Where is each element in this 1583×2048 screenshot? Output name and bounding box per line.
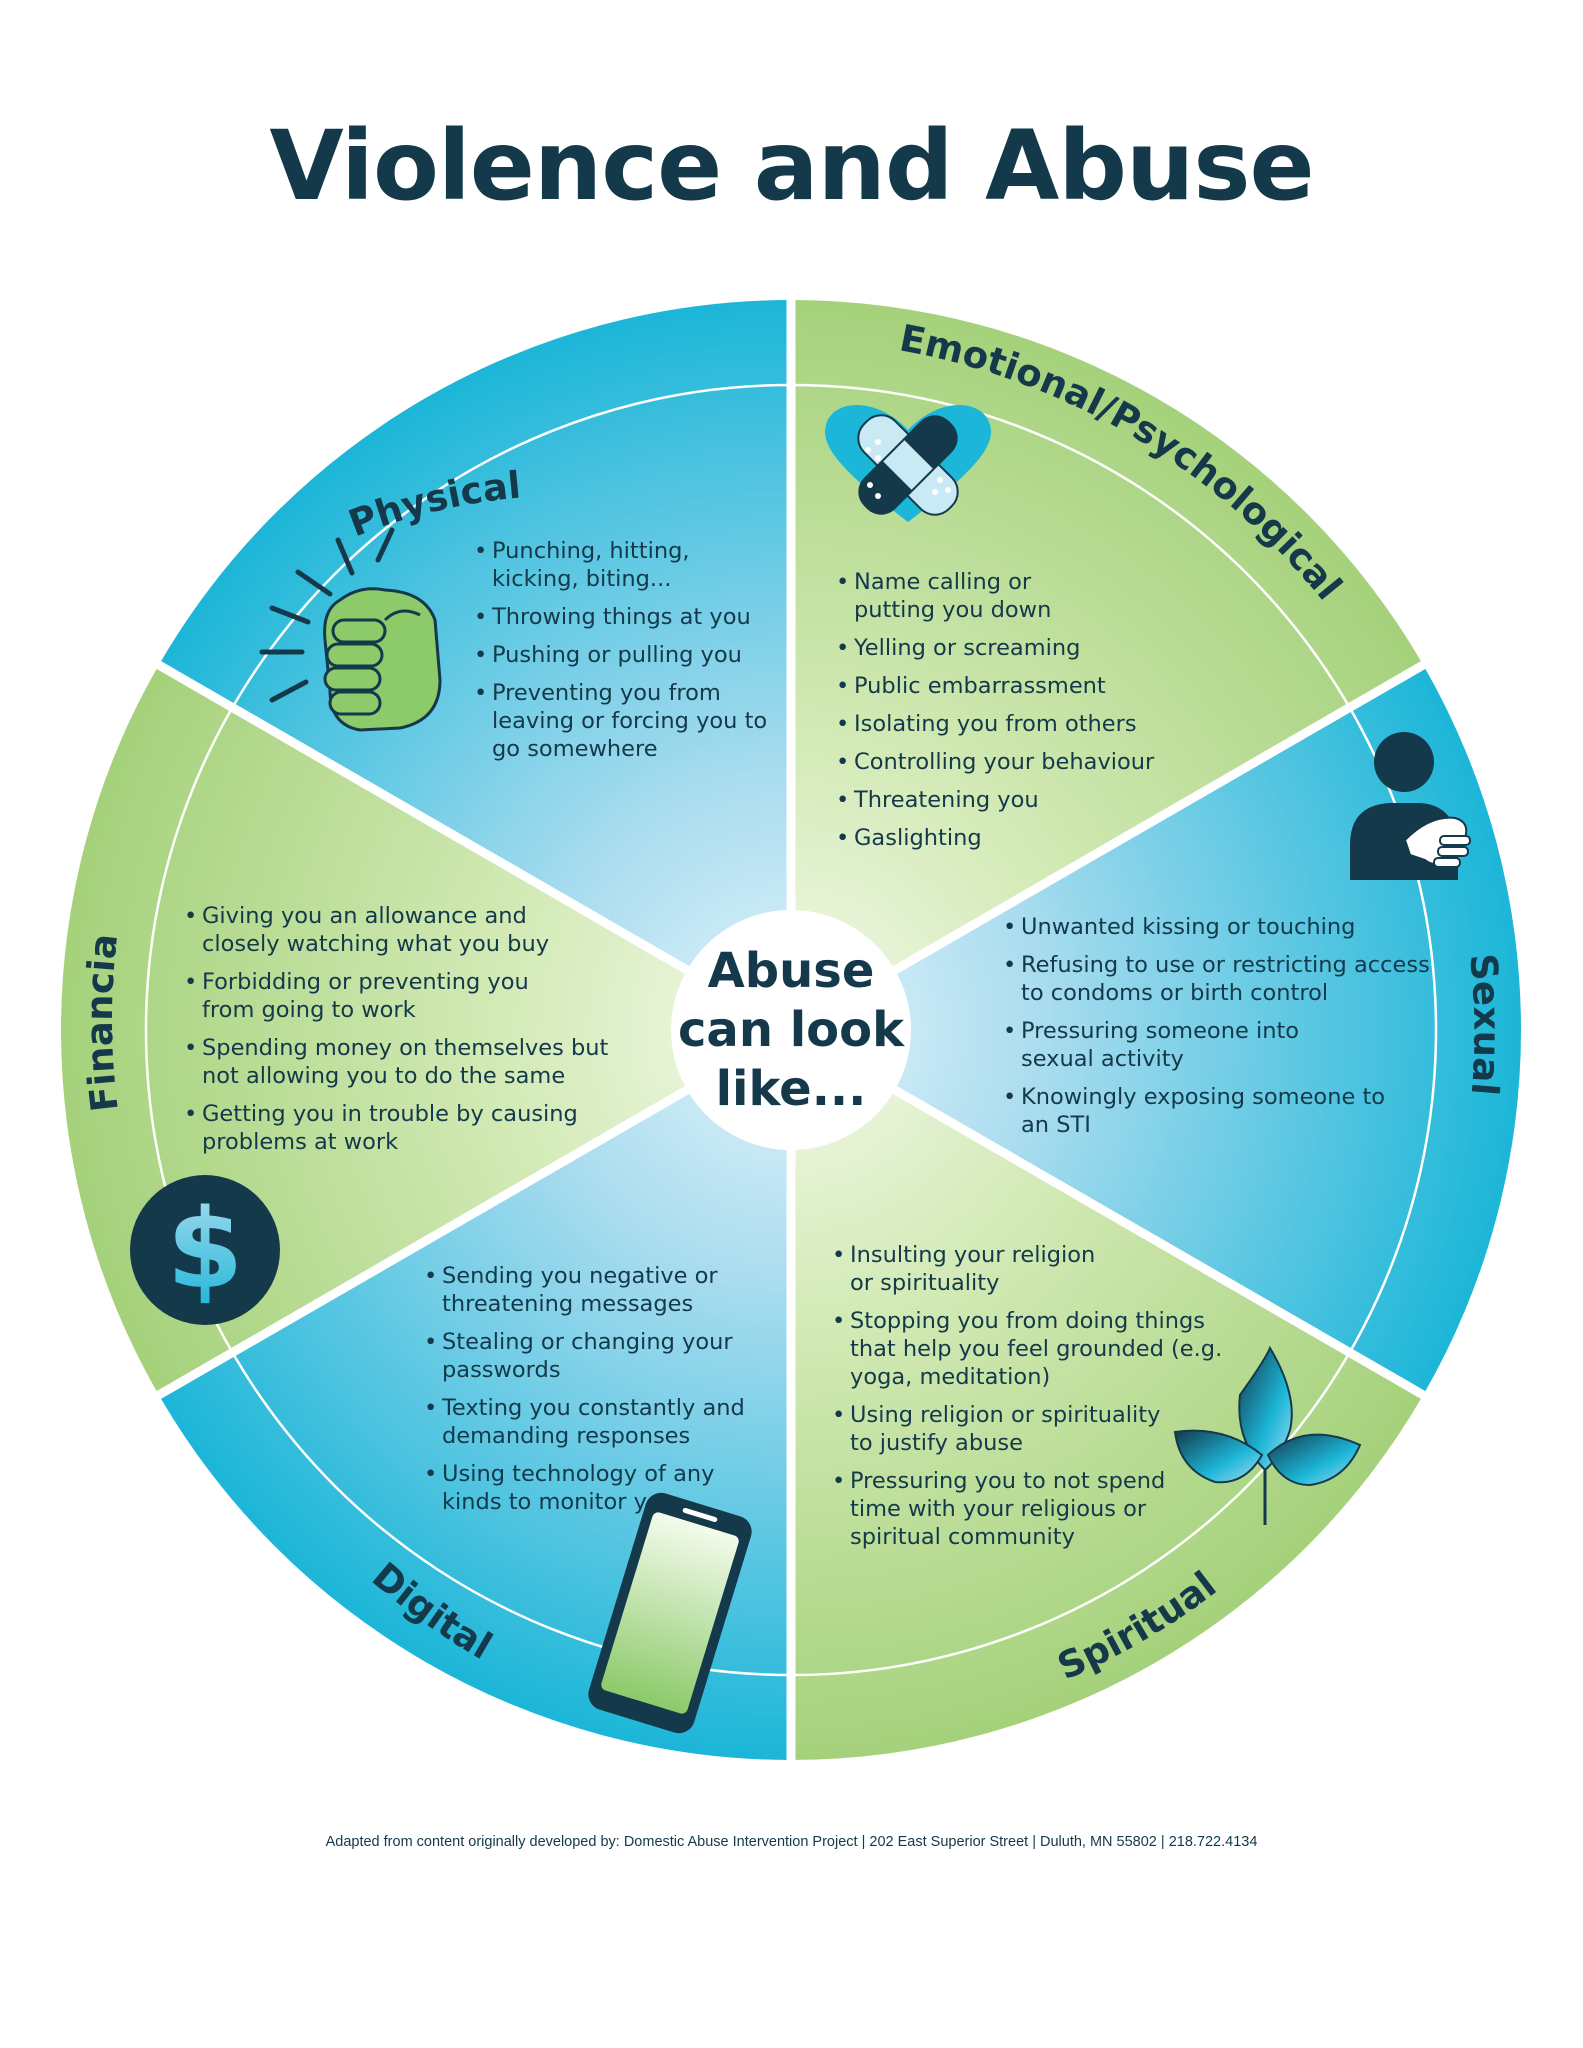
list-item: Pushing or pulling you: [474, 641, 774, 669]
center-circle: [671, 910, 911, 1150]
footer-credit: Adapted from content originally develope…: [325, 1834, 1258, 1850]
list-item: Public embarrassment: [836, 672, 1156, 700]
list-item: Sending you negative or threatening mess…: [424, 1262, 754, 1318]
spiritual-list: Insulting your religion or spirituality …: [832, 1241, 1222, 1561]
fist-icon: [259, 527, 442, 732]
list-item: Controlling your behaviour: [836, 748, 1156, 776]
list-item: Threatening you: [836, 786, 1156, 814]
list-item: Pressuring you to not spend time with yo…: [832, 1467, 1180, 1551]
svg-text:$: $: [167, 1185, 244, 1313]
list-item: Refusing to use or restricting access to…: [1003, 951, 1443, 1007]
list-item: Yelling or screaming: [836, 634, 1156, 662]
list-item: Throwing things at you: [474, 603, 774, 631]
list-item: Spending money on themselves but not all…: [184, 1034, 624, 1090]
list-item: Gaslighting: [836, 824, 1156, 852]
list-item: Name calling or putting you down: [836, 568, 1054, 624]
list-item: Using religion or spirituality to justif…: [832, 1401, 1180, 1457]
wheel-spoke: [152, 658, 794, 1034]
segment-spiritual: [791, 1030, 1424, 1761]
page-title: Violence and Abuse: [269, 110, 1314, 222]
center-text-line-3: like...: [716, 1061, 867, 1117]
list-item: Forbidding or preventing you from going …: [184, 968, 572, 1024]
list-item: Getting you in trouble by causing proble…: [184, 1100, 602, 1156]
center-text-line-2: can look: [678, 1002, 905, 1058]
segment-title-financial: Financial: [0, 0, 127, 1114]
list-item: Pressuring someone into sexual activity: [1003, 1017, 1311, 1073]
list-item: Using technology of any kinds to monitor…: [424, 1460, 754, 1516]
segment-title-sexual: Sexual: [1461, 952, 1508, 1097]
physical-list: Punching, hitting, kicking, biting... Th…: [474, 537, 774, 773]
dollar-coin-icon: $: [130, 1175, 280, 1325]
financial-list: Giving you an allowance and closely watc…: [184, 902, 624, 1166]
bandaged-heart-icon: [824, 405, 992, 522]
list-item: Stealing or changing your passwords: [424, 1328, 754, 1384]
center-text-line-1: Abuse: [708, 943, 875, 999]
emotional-list: Name calling or putting you down Yelling…: [836, 568, 1156, 862]
list-item: Isolating you from others: [836, 710, 1156, 738]
leaf-plant-icon: [1173, 1345, 1362, 1525]
list-item: Knowingly exposing someone to an STI: [1003, 1083, 1401, 1139]
list-item: Punching, hitting, kicking, biting...: [474, 537, 774, 593]
list-item: Unwanted kissing or touching: [1003, 913, 1443, 941]
list-item: Giving you an allowance and closely watc…: [184, 902, 582, 958]
digital-list: Sending you negative or threatening mess…: [424, 1262, 754, 1526]
wheel-spoke: [152, 1026, 794, 1402]
list-item: Preventing you from leaving or forcing y…: [474, 679, 774, 763]
sexual-list: Unwanted kissing or touching Refusing to…: [1003, 913, 1443, 1149]
list-item: Stopping you from doing things that help…: [832, 1307, 1230, 1391]
hand-on-shoulder-icon: [1350, 732, 1471, 880]
list-item: Texting you constantly and demanding res…: [424, 1394, 754, 1450]
wheel-spoke: [788, 1026, 1430, 1402]
list-item: Insulting your religion or spirituality: [832, 1241, 1120, 1297]
